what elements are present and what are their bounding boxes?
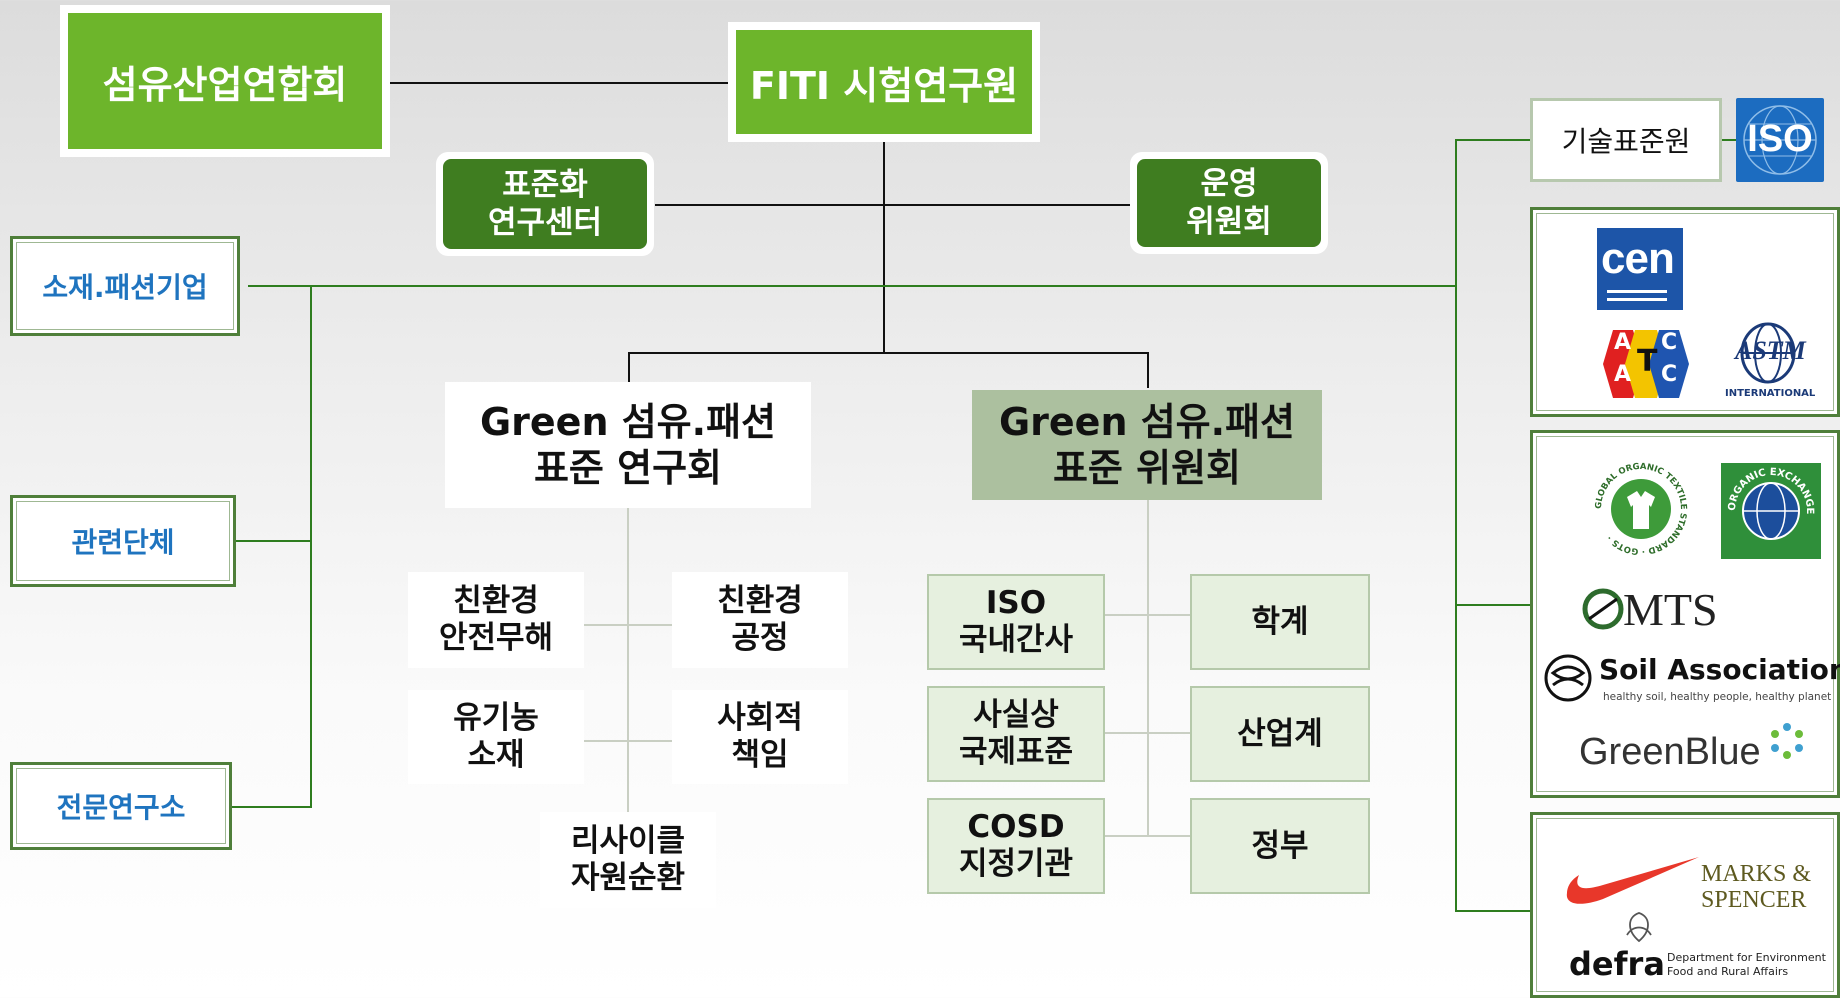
std-center-box: 표준화 연구센터 [436, 152, 654, 256]
connector-committee-row1 [1104, 614, 1190, 616]
connector-right-brands [1455, 910, 1532, 912]
connector-right-kats [1455, 139, 1531, 141]
connector-committee-row2 [1104, 732, 1190, 734]
organic-exchange-logo-icon: ORGANIC EXCHANGE [1721, 463, 1821, 559]
connector-right-intl [1455, 604, 1532, 606]
mts-logo-icon: MTS [1581, 581, 1751, 637]
federation-box: 섬유산업연합회 [60, 5, 390, 157]
nike-swoosh-icon [1563, 849, 1703, 909]
institutes-box: 전문연구소 [10, 762, 232, 850]
operating-committee-box: 운영 위원회 [1130, 152, 1328, 254]
cen-logo-icon: cen [1597, 228, 1683, 310]
connector-left-vertical [310, 285, 312, 808]
connector-fiti-trunk [883, 142, 885, 354]
organizations-box: 관련단체 [10, 495, 236, 587]
connector-right-vertical [1455, 139, 1457, 912]
committee-item-cosd: COSD 지정기관 [927, 798, 1105, 894]
kats-box: 기술표준원 [1530, 98, 1722, 182]
connector-left-institutes [230, 806, 312, 808]
std-center-label: 표준화 연구센터 [443, 159, 647, 249]
connector-left-organizations [234, 540, 312, 542]
committee-title: Green 섬유.패션 표준 위원회 [972, 390, 1322, 500]
marks-spencer-logo-icon: MARKS & SPENCER [1701, 861, 1812, 913]
committee-item-industry: 산업계 [1190, 686, 1370, 782]
connector-research-row2 [584, 740, 672, 742]
fiti-label: FITI 시험연구원 [736, 30, 1032, 134]
iso-logo-icon: ISO [1736, 98, 1824, 182]
connector-research-trunk [627, 508, 629, 812]
research-item-organic: 유기농 소재 [408, 690, 584, 784]
committee-item-iso: ISO 국내간사 [927, 574, 1105, 670]
committee-item-academia: 학계 [1190, 574, 1370, 670]
research-item-eco-process: 친환경 공정 [672, 572, 848, 668]
committee-item-government: 정부 [1190, 798, 1370, 894]
fiti-box: FITI 시험연구원 [728, 22, 1040, 142]
connector-committee-trunk [1147, 500, 1149, 836]
astm-logo-icon: ASTM INTERNATIONAL [1723, 322, 1815, 406]
research-item-eco-safe: 친환경 안전무해 [408, 572, 584, 668]
operating-committee-label: 운영 위원회 [1137, 159, 1321, 247]
cen-logo-text: cen [1601, 234, 1675, 283]
connector-branch-bar [628, 352, 1149, 354]
connector-branch-right [1147, 352, 1149, 388]
certification-logos-box: GLOBAL ORGANIC TEXTILE STANDARD · GOTS ·… [1530, 430, 1840, 798]
connector-research-row1 [584, 624, 672, 626]
federation-label: 섬유산업연합회 [68, 13, 382, 149]
greenblue-logo-icon: GreenBlue [1579, 721, 1809, 781]
iso-logo-text: ISO [1747, 118, 1813, 160]
connector-kats-iso [1722, 139, 1736, 141]
research-group-title: Green 섬유.패션 표준 연구회 [445, 382, 811, 508]
research-item-recycle: 리사이클 자원순환 [540, 812, 716, 908]
gots-logo-icon: GLOBAL ORGANIC TEXTILE STANDARD · GOTS · [1589, 457, 1693, 561]
connector-federation-fiti [390, 82, 732, 84]
connector-committee-row3 [1104, 835, 1190, 837]
connector-center-committee [655, 204, 1135, 206]
research-item-social: 사회적 책임 [672, 690, 848, 784]
soil-association-logo-icon: Soil Association healthy soil, healthy p… [1543, 651, 1840, 711]
standards-logos-box: cen A A T C C ASTM INTERNATIONAL [1530, 207, 1840, 417]
brand-logos-box: MARKS & SPENCER defra Department for Env… [1530, 812, 1840, 998]
aatcc-logo-icon: A A T C C [1591, 326, 1701, 402]
connector-main-horizontal [248, 285, 1456, 287]
companies-box: 소재.패션기업 [10, 236, 240, 336]
committee-item-defacto: 사실상 국제표준 [927, 686, 1105, 782]
defra-logo-icon: defra Department for Environment Food an… [1569, 911, 1839, 989]
connector-branch-left [628, 352, 630, 382]
